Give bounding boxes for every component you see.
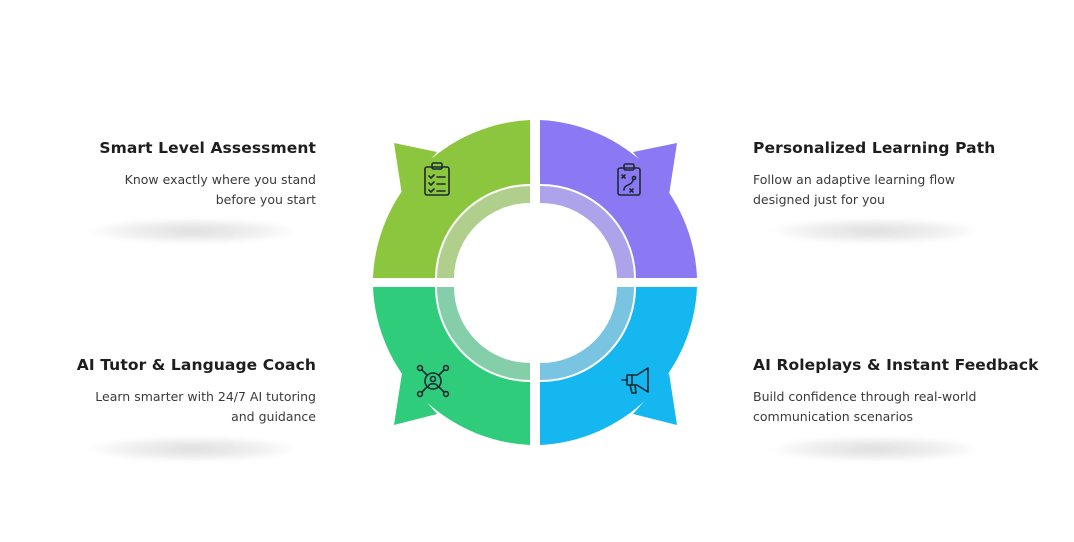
feature-description-line: Know exactly where you stand xyxy=(124,172,316,187)
feature-title: Smart Level Assessment xyxy=(99,139,316,157)
strategy-board-icon xyxy=(617,163,641,196)
feature-ai-roleplays-instant-feedback: AI Roleplays & Instant Feedback Build co… xyxy=(753,356,1039,427)
feature-personalized-learning-path: Personalized Learning Path Follow an ada… xyxy=(753,139,1013,210)
feature-title: AI Roleplays & Instant Feedback xyxy=(753,356,1039,374)
segment-top-right xyxy=(540,120,697,278)
megaphone-icon xyxy=(621,367,649,394)
feature-shadow xyxy=(88,218,298,244)
feature-description: Follow an adaptive learning flow designe… xyxy=(753,170,1013,210)
segment-top-left xyxy=(373,120,530,278)
feature-description-line: designed just for you xyxy=(753,192,885,207)
feature-title: AI Tutor & Language Coach xyxy=(76,356,316,374)
feature-shadow xyxy=(770,218,980,244)
feature-ai-tutor-language-coach: AI Tutor & Language Coach Learn smarter … xyxy=(56,356,316,427)
feature-title: Personalized Learning Path xyxy=(753,139,996,157)
feature-description-line: and guidance xyxy=(231,409,316,424)
segment-bottom-left xyxy=(373,287,530,445)
clipboard-checklist-icon xyxy=(424,162,450,196)
feature-description-line: communication scenarios xyxy=(753,409,914,424)
feature-smart-level-assessment: Smart Level Assessment Know exactly wher… xyxy=(56,139,316,210)
feature-shadow xyxy=(88,436,298,462)
feature-shadow xyxy=(770,436,980,462)
feature-description-line: Build confidence through real-world xyxy=(753,389,977,404)
feature-description: Build confidence through real-world comm… xyxy=(753,387,1013,427)
feature-description-line: before you start xyxy=(215,192,316,207)
network-person-icon xyxy=(416,364,450,398)
feature-description-line: Follow an adaptive learning flow xyxy=(753,172,956,187)
feature-description: Learn smarter with 24/7 AI tutoring and … xyxy=(56,387,316,427)
feature-description-line: Learn smarter with 24/7 AI tutoring xyxy=(95,389,316,404)
segment-bottom-right xyxy=(540,287,697,445)
feature-description: Know exactly where you stand before you … xyxy=(56,170,316,210)
